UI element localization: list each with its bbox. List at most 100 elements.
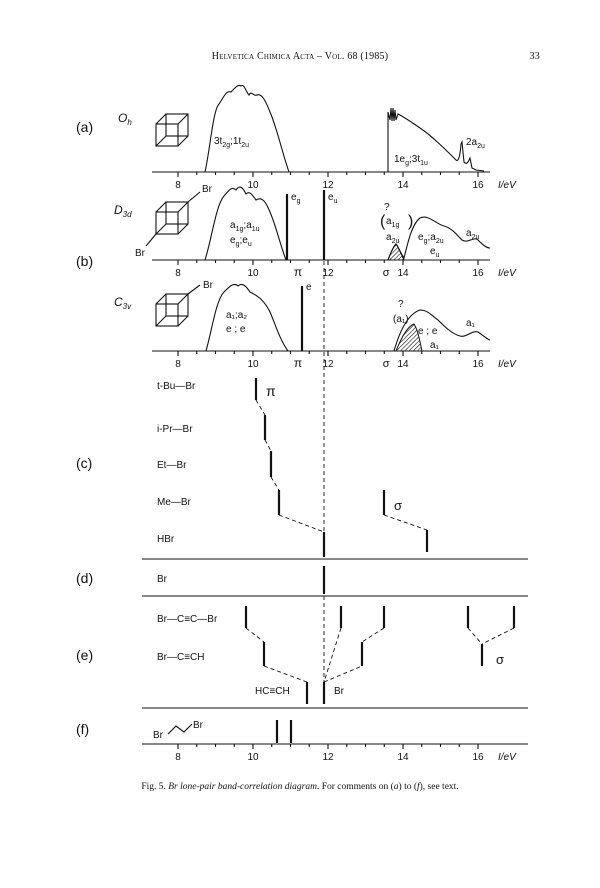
propyl-chain-icon [167, 723, 193, 735]
correlation-lines [245, 627, 515, 683]
symmetry-c3v: C3v [114, 295, 132, 311]
tick-label: 16 [472, 359, 484, 370]
bar-label-eu: eu [328, 192, 338, 205]
molecule-label: Me—Br [157, 497, 192, 508]
page-number: 33 [529, 51, 540, 62]
molecule-label: t-Bu—Br [157, 381, 196, 392]
bar-label-eg: eg [291, 192, 301, 205]
caption-prefix: Fig. 5. [141, 782, 166, 792]
panel-label-e: (e) [76, 647, 93, 663]
tick-label: 14 [397, 180, 409, 191]
band-label-a1g: a1g;a1u [230, 220, 260, 233]
question-mark: ? [384, 202, 390, 213]
molecule-label: Br—C≡CH [157, 652, 205, 663]
bar-label-e: e [306, 282, 312, 293]
tick-label: 10 [247, 359, 259, 370]
hatched-band [387, 243, 405, 261]
molecule-label: HC≡CH [255, 686, 290, 697]
band-label-1eg: 1eg;3t1u [394, 154, 428, 167]
panel-label-a: (a) [76, 119, 93, 135]
cube-icon [145, 191, 201, 247]
band-label-a1-paren: (a₁) [393, 314, 409, 325]
paren: ) [408, 213, 413, 230]
panel-label-f: (f) [76, 721, 89, 737]
panel-c: (c) t-Bu—Br i-Pr—Br Et—Br Me—Br HBr π σ [76, 378, 528, 560]
tick-label: 8 [175, 359, 181, 370]
band-label-eu: eu [430, 246, 440, 259]
caption-text: ) to ( [398, 782, 417, 792]
tick-label: 12 [322, 268, 334, 279]
band-label-a2u: a2u [466, 228, 479, 241]
caption-ref-f: f [417, 782, 420, 792]
tick-label: 10 [247, 180, 259, 191]
band-label-e-e: e ; e [226, 324, 246, 335]
tick-label: 12 [322, 752, 334, 763]
tick-label: 10 [247, 752, 259, 763]
molecule-label: Br [157, 574, 168, 585]
molecule-label: Et—Br [157, 460, 187, 471]
tick-label: 16 [472, 752, 484, 763]
panel-f: (f) Br Br [76, 720, 528, 745]
sigma-label: σ [496, 652, 504, 667]
tick-label: 12 [322, 180, 334, 191]
cube-icon [155, 284, 201, 327]
axis-unit: I/eV [498, 752, 517, 763]
panel-b: (b) D3d Br Br a1g;a1u eg;eu eg eu ? ( ) … [76, 184, 491, 269]
running-head: Helvetica Chimica Acta – Vol. 68 (1985) [211, 51, 389, 62]
axis-unit: I/eV [498, 180, 517, 191]
pi-label: π [266, 383, 276, 399]
tick-label: 8 [175, 180, 181, 191]
panel-label-c: (c) [76, 455, 92, 471]
band-label-a1-right: a₁ [466, 318, 476, 329]
caption-text: ), see text. [419, 782, 459, 792]
spectrum-a [152, 84, 485, 173]
axis-unit: I/eV [498, 268, 517, 279]
molecule-label: HBr [157, 534, 175, 545]
tick-label: 12 [322, 359, 334, 370]
tick-label: 16 [472, 180, 484, 191]
tick-label: 10 [247, 268, 259, 279]
panel-label-d: (d) [76, 570, 93, 586]
band-label-a2u-paren: a2u [386, 232, 399, 245]
spectrum-c3v-right [390, 309, 491, 352]
spectrum-c3v [196, 283, 289, 352]
pi-marker: π [294, 356, 302, 370]
question-mark: ? [398, 299, 404, 310]
cube-icon [155, 113, 189, 147]
tick-label: 14 [397, 359, 409, 370]
tick-label: 8 [175, 752, 181, 763]
molecule-label: i-Pr—Br [157, 424, 193, 435]
br-label: Br [135, 248, 146, 259]
panel-e: (e) Br—C≡C—Br Br—C≡CH HC≡CH Br σ [76, 596, 528, 709]
band-label-eg-a2u: eg;a2u [418, 232, 444, 245]
tick-label: 14 [397, 268, 409, 279]
band-label-e-e-right: e ; e [418, 326, 438, 337]
band-label-3t2g: 3t2g;1t2u [214, 136, 249, 149]
panel-d: (d) Br [76, 566, 528, 597]
molecule-label: Br [334, 686, 345, 697]
br-label: Br [202, 184, 213, 195]
symmetry-oh: Oh [118, 111, 132, 127]
pi-marker: π [294, 265, 302, 279]
br-label: Br [203, 280, 214, 291]
sigma-marker: σ [383, 358, 390, 370]
panel-label-b: (b) [76, 253, 93, 269]
axis-unit: I/eV [498, 359, 517, 370]
band-label-eg-eu: eg;eu [230, 235, 252, 248]
spectrum-b [196, 186, 287, 261]
tick-label: 16 [472, 268, 484, 279]
band-label-2a2u: 2a2u [466, 137, 485, 150]
correlation-lines [255, 399, 428, 533]
band-label-a1g-paren: a1g [386, 216, 399, 229]
panel-c3v: C3v Br a₁;a₂ e ; e e ? (a₁) e ; e a₁ a₁ [114, 280, 491, 352]
sigma-label: σ [394, 498, 402, 513]
hatched-band [395, 323, 423, 352]
molecule-label: Br—C≡C—Br [157, 614, 218, 625]
panel-a: (a) Oh 3t2g;1t2u 1eg;3t1u 2a2u [76, 84, 490, 173]
caption-text: . For comments on ( [316, 782, 394, 792]
band-label-a1-low: a₁ [430, 340, 440, 351]
caption-ref-a: a [393, 782, 399, 792]
caption-title: Br lone-pair band-correlation diagram [168, 782, 317, 792]
paren: ( [380, 213, 386, 230]
